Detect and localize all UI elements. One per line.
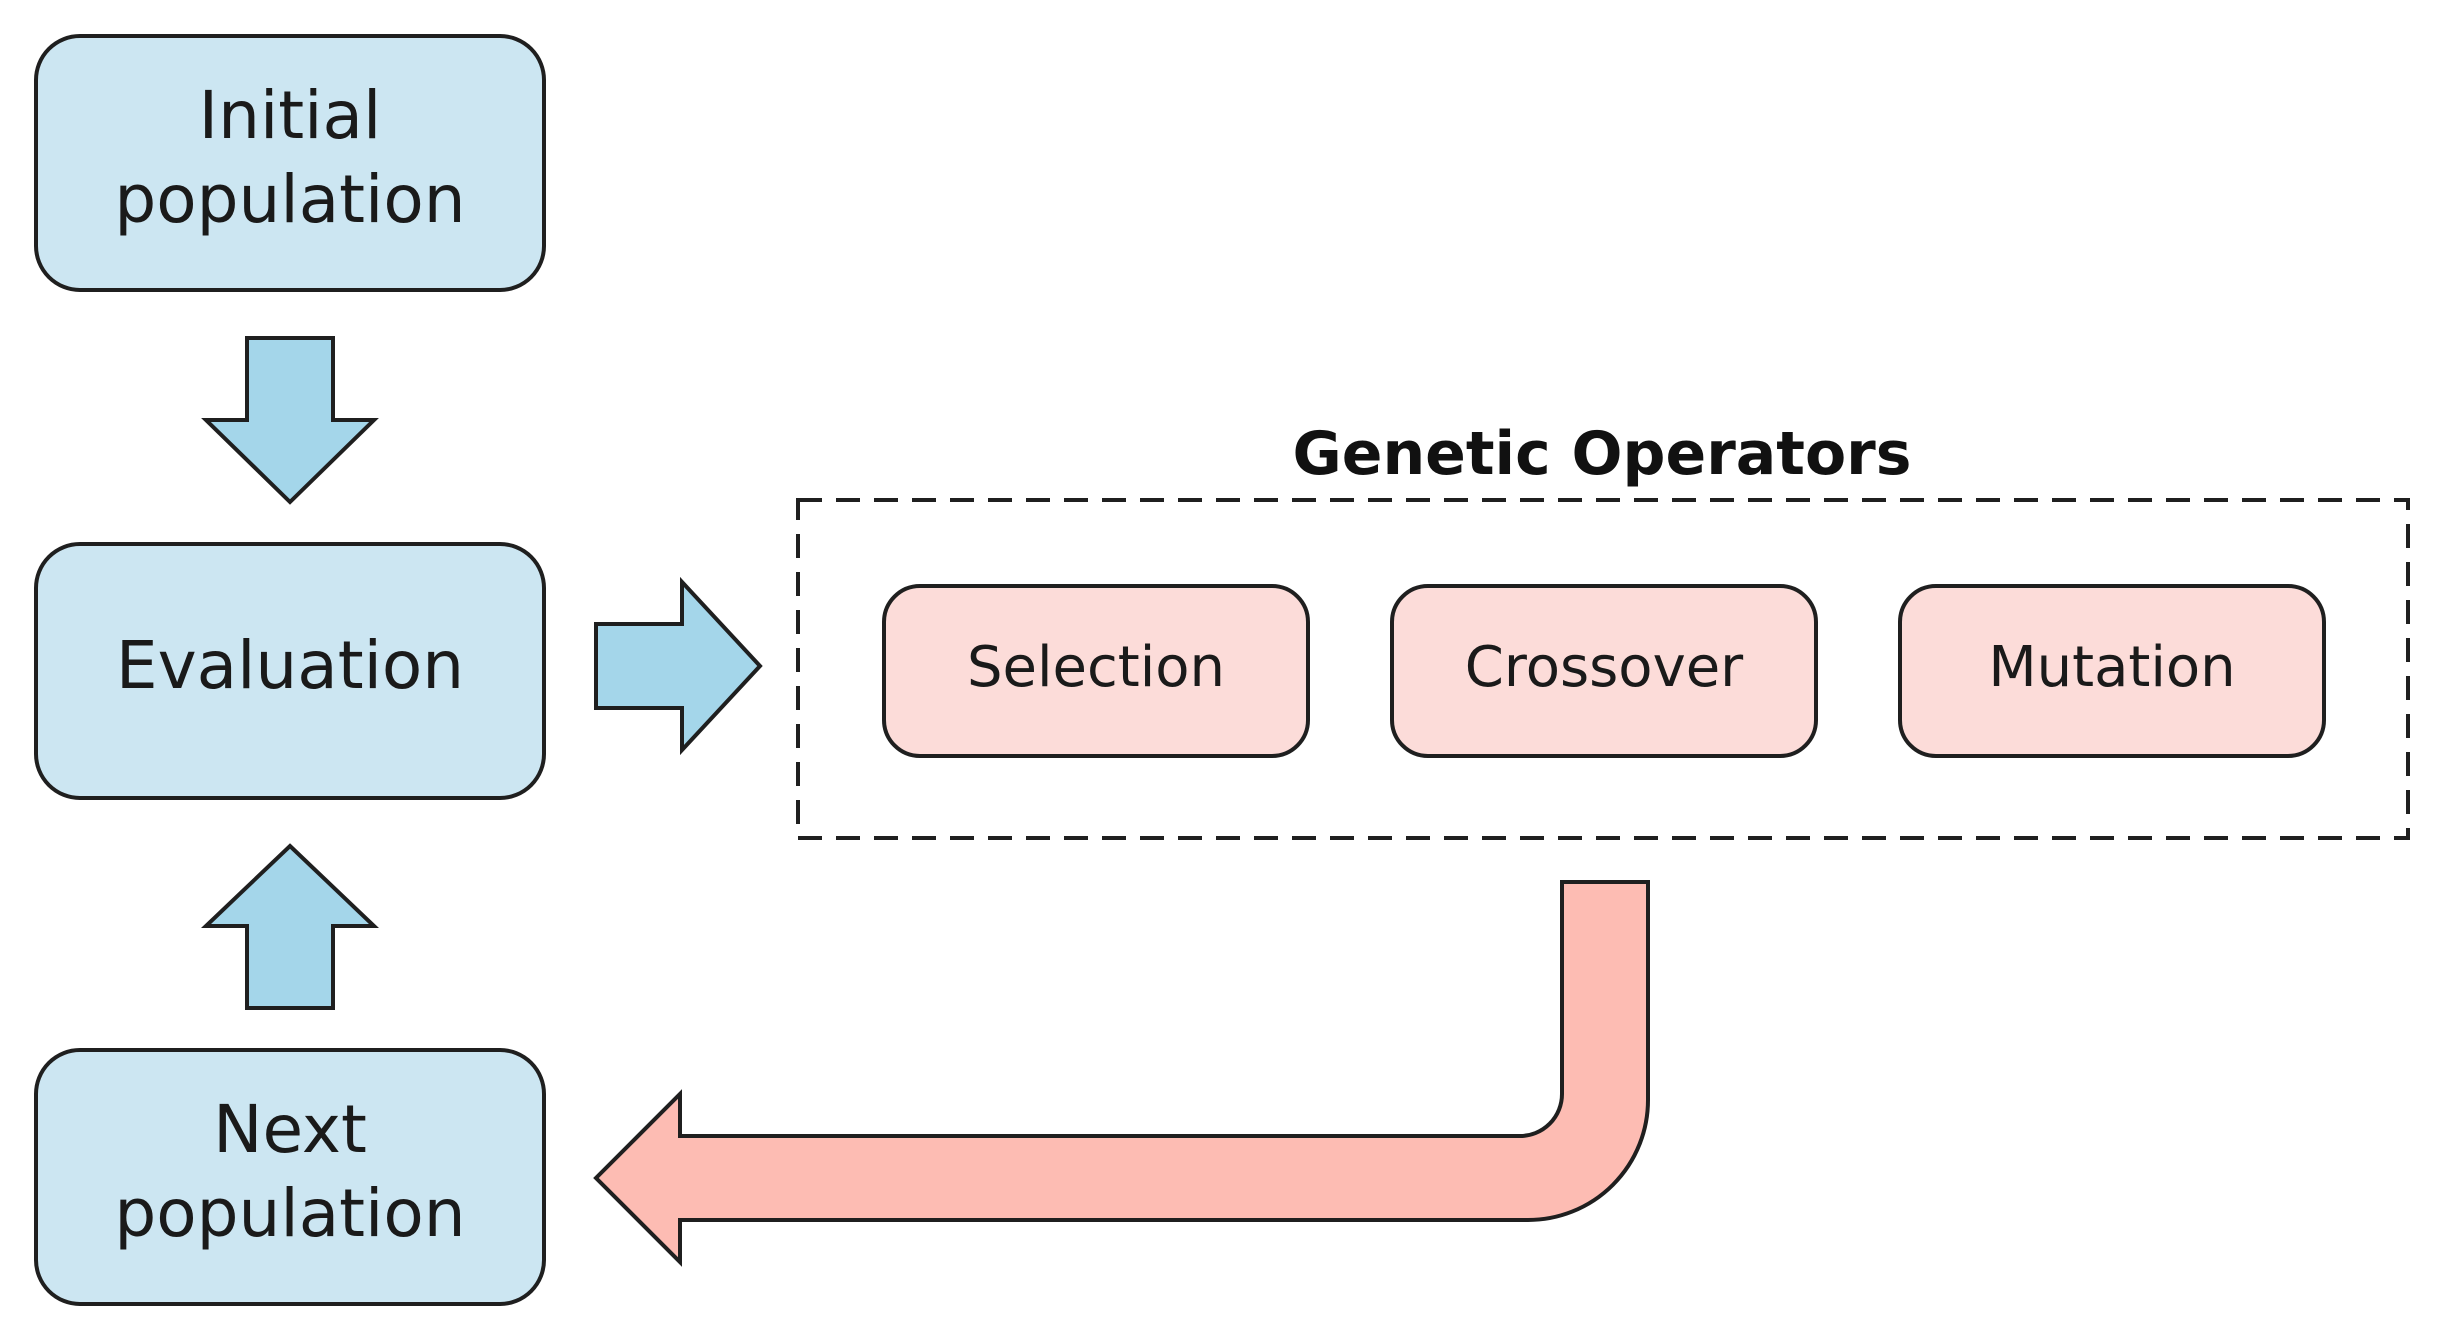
arrow-down-icon [201,336,379,505]
node-initial-line1: Initial [199,77,382,154]
operator-mutation-label: Mutation [1988,635,2235,700]
arrow-up-icon [201,843,379,1010]
node-initial-population: Initial population [34,34,546,292]
operator-selection: Selection [882,584,1310,758]
operator-selection-label: Selection [967,635,1225,700]
operator-crossover-label: Crossover [1465,635,1744,700]
node-evaluation-label: Evaluation [116,627,464,704]
node-next-line2: population [114,1175,465,1252]
operators-group-box [796,498,2410,840]
group-title: Genetic Operators [1293,419,1912,489]
node-next-population: Next population [34,1048,546,1306]
node-next-line1: Next [213,1091,367,1168]
bent-arrow-left-icon [593,880,1650,1267]
arrow-right-icon [594,576,763,756]
node-evaluation: Evaluation [34,542,546,800]
operator-crossover: Crossover [1390,584,1818,758]
node-initial-line2: population [114,161,465,238]
operator-mutation: Mutation [1898,584,2326,758]
